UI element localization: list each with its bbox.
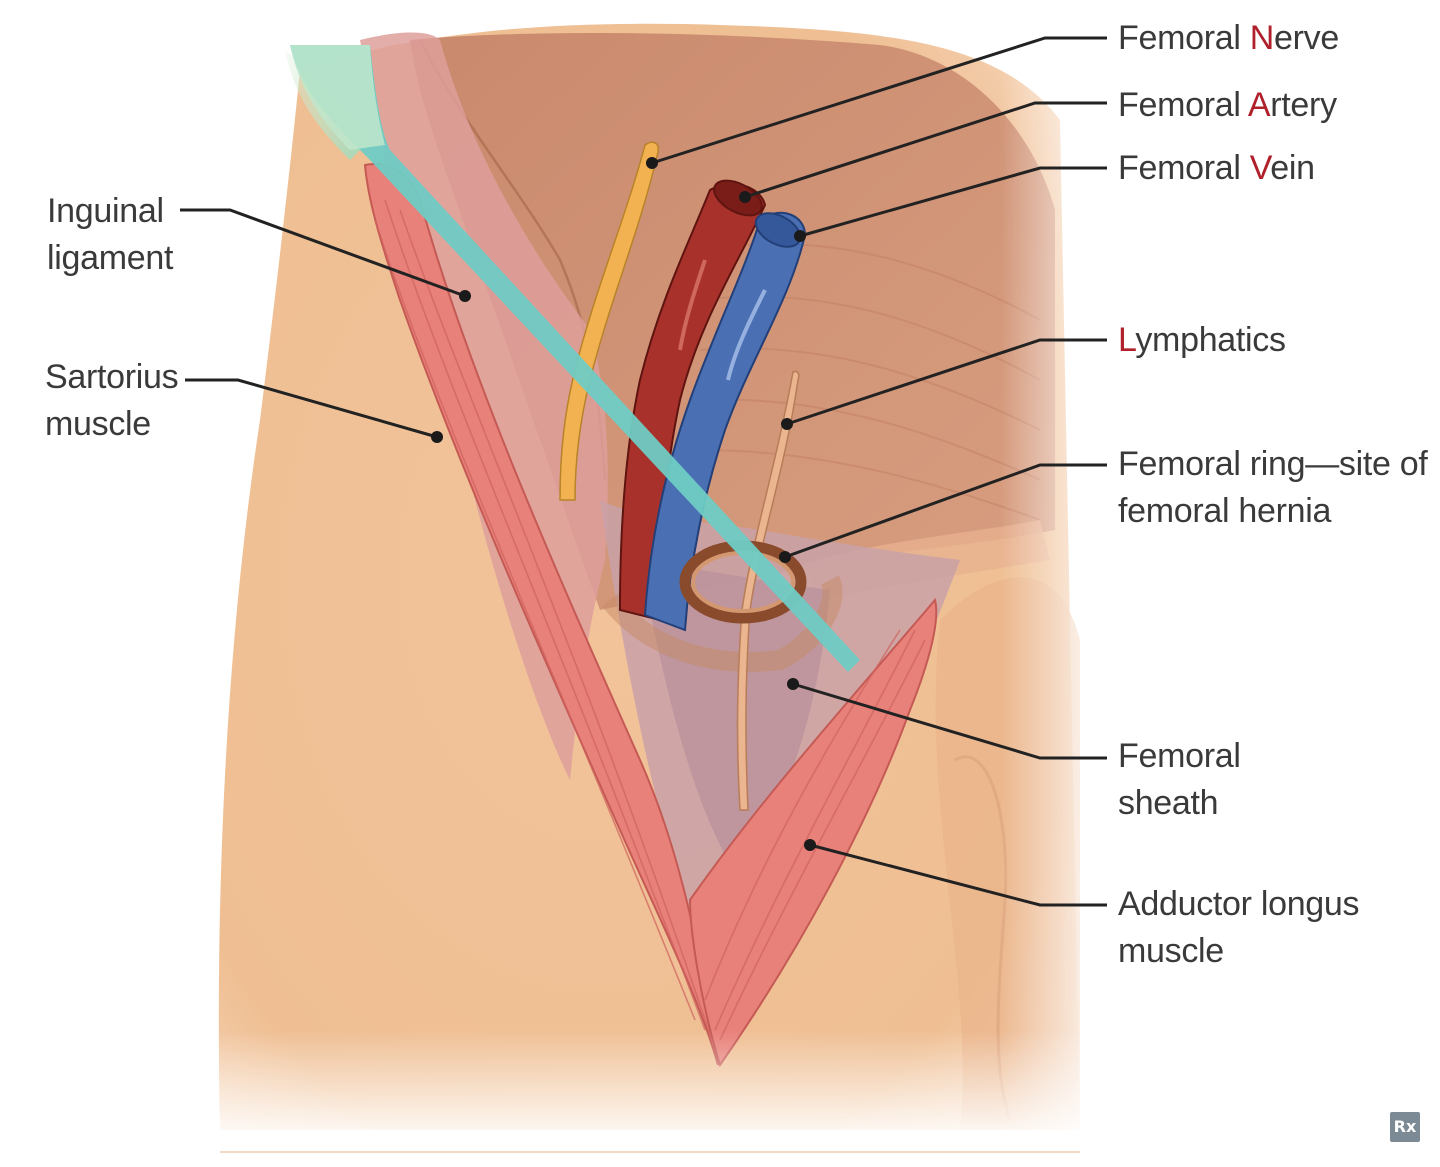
- label-femoral-nerve-accent: N: [1249, 19, 1275, 57]
- label-sartorius-muscle: Sartorius muscle: [45, 354, 179, 448]
- label-lymphatics-accent: L: [1118, 321, 1136, 359]
- leader-inguinal-ligament: [180, 208, 466, 298]
- label-sartorius-line2: muscle: [45, 405, 151, 443]
- leader-lines: [180, 36, 1107, 907]
- label-sartorius-line1: Sartorius: [45, 358, 179, 396]
- label-femoral-sheath: Femoral sheath: [1118, 733, 1241, 827]
- label-adductor-longus-line2: muscle: [1118, 932, 1224, 970]
- label-femoral-vein: Femoral Vein: [1118, 145, 1315, 192]
- femoral-nerve-illustration: [559, 141, 660, 501]
- leader-femoral-nerve: [651, 36, 1107, 165]
- label-femoral-ring-line2: femoral hernia: [1118, 492, 1332, 530]
- label-femoral-artery-pre: Femoral: [1118, 86, 1248, 124]
- label-inguinal-ligament-line1: Inguinal: [47, 192, 164, 230]
- label-femoral-ring-line1: Femoral ring—site of: [1118, 445, 1428, 483]
- leader-femoral-artery: [744, 101, 1107, 199]
- leader-adductor-longus: [809, 843, 1107, 907]
- label-lymphatics: Lymphatics: [1118, 317, 1286, 364]
- sartorius-muscle-illustration: [363, 163, 719, 1066]
- label-femoral-artery-post: rtery: [1270, 86, 1337, 124]
- label-adductor-longus-line1: Adductor longus: [1118, 885, 1360, 923]
- leader-femoral-ring: [784, 463, 1107, 559]
- leader-femoral-vein: [799, 166, 1107, 238]
- label-femoral-artery: Femoral Artery: [1118, 82, 1337, 129]
- label-femoral-nerve-pre: Femoral: [1118, 19, 1250, 57]
- label-femoral-sheath-line1: Femoral: [1118, 737, 1241, 775]
- label-adductor-longus: Adductor longus muscle: [1118, 881, 1360, 975]
- label-femoral-vein-pre: Femoral: [1118, 149, 1250, 187]
- leader-dots: [431, 157, 816, 851]
- label-femoral-nerve-post: erve: [1274, 19, 1339, 57]
- femoral-vein-illustration: [643, 211, 807, 632]
- label-inguinal-ligament-line2: ligament: [47, 239, 174, 277]
- label-femoral-artery-accent: A: [1247, 86, 1271, 124]
- label-femoral-sheath-line2: sheath: [1118, 784, 1219, 822]
- leader-lymphatics: [786, 338, 1107, 426]
- inguinal-ligament-illustration: [285, 45, 860, 672]
- label-lymphatics-post: ymphatics: [1135, 321, 1286, 359]
- label-femoral-vein-accent: V: [1249, 149, 1271, 187]
- label-inguinal-ligament: Inguinal ligament: [47, 188, 173, 282]
- label-femoral-ring: Femoral ring—site of femoral hernia: [1118, 441, 1428, 535]
- rx-logo-icon: Rx: [1390, 1112, 1420, 1142]
- leader-sartorius: [185, 378, 438, 439]
- label-femoral-vein-post: ein: [1270, 149, 1315, 187]
- label-femoral-nerve: Femoral Nerve: [1118, 15, 1339, 62]
- leader-femoral-sheath: [792, 682, 1107, 760]
